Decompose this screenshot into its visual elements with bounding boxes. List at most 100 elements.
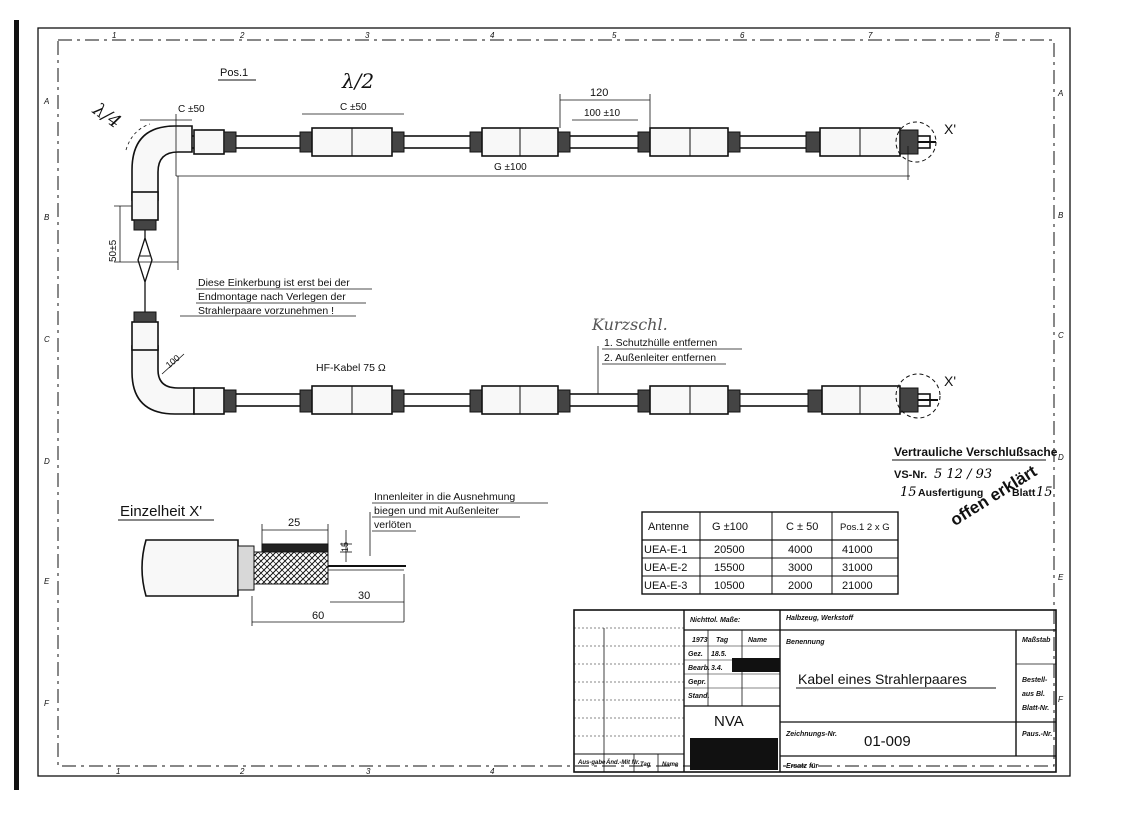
tb-zeichnungs-label: Zeichnungs-Nr. — [785, 731, 837, 738]
notch-split-conductor — [137, 230, 153, 312]
table-cell: 31000 — [842, 562, 873, 574]
row-label-right: C — [1058, 331, 1064, 340]
table-cell: 2000 — [788, 580, 812, 592]
stamp-line-1: Vertrauliche Verschlußsache — [894, 445, 1058, 459]
detail-circle — [895, 121, 937, 163]
inner-frame — [57, 39, 1055, 767]
pos-label: Pos.1 — [220, 67, 248, 79]
sleeve — [821, 385, 901, 415]
tb-gepr: Gepr. — [688, 679, 706, 686]
tb-gez-date: 18.5. — [711, 651, 727, 658]
tb-org: NVA — [714, 713, 744, 730]
table-cell: 4000 — [788, 544, 812, 556]
row-label-left: A — [43, 97, 49, 106]
strip-step-2: 2. Außenleiter entfernen — [604, 352, 716, 364]
vertical-sleeve-upper — [131, 191, 159, 221]
drawing-title: Kabel eines Strahlerpaares — [798, 671, 967, 687]
bend-radius-label: 100 — [164, 353, 182, 370]
sleeve — [649, 127, 729, 157]
outer-frame — [37, 27, 1071, 777]
col-label-top: 2 — [239, 31, 245, 40]
half-wave-label: λ/2 — [341, 69, 374, 93]
detail-title: Einzelheit X' — [120, 503, 202, 520]
detail-dim-25: 25 — [288, 517, 300, 529]
title-block-frame — [573, 609, 1057, 773]
detail-note-line3: verlöten — [374, 519, 412, 531]
hf-cable-label: HF-Kabel 75 Ω — [316, 362, 386, 374]
tb-bearb: Bearb. — [688, 665, 710, 672]
col-label-bottom: 1 — [116, 767, 120, 776]
ferrule-end — [899, 387, 919, 413]
table-cell: 10500 — [714, 580, 745, 592]
dim-100-label: 100 ±10 — [584, 108, 621, 119]
col-label-top: 3 — [365, 31, 370, 40]
col-label-bottom: 3 — [366, 767, 371, 776]
table-header: Pos.1 2 x G — [840, 522, 890, 533]
table-frame — [641, 511, 899, 595]
table-cell: UEA-E-3 — [644, 580, 687, 592]
table-header: G ±100 — [712, 521, 748, 533]
row-label-left: F — [44, 699, 50, 708]
c-tolerance-label: C ±50 — [340, 102, 367, 113]
dimension-table: Antenne G ±100 C ± 50 Pos.1 2 x G UEA-E-… — [641, 511, 899, 595]
stamp-blatt-label: Blatt — [1012, 487, 1036, 499]
ferrule — [637, 389, 651, 413]
row-label-right: E — [1058, 573, 1064, 582]
ferrule — [557, 389, 571, 413]
notch-note-line2: Endmontage nach Verlegen der — [198, 291, 346, 303]
strip-step-1: 1. Schutzhülle entfernen — [604, 337, 717, 349]
row-label-right: A — [1057, 89, 1063, 98]
stamp-vs-label: VS-Nr. — [894, 469, 927, 481]
ferrule — [469, 389, 483, 413]
cable-bend-top — [131, 125, 193, 201]
table-cell: 3000 — [788, 562, 812, 574]
table-header: C ± 50 — [786, 521, 818, 533]
tb-ausgabe: Aus-gabe — [577, 760, 606, 766]
detail-ref-top: X' — [944, 121, 956, 137]
tb-bearb-date: 3.4. — [711, 665, 723, 672]
tb-blatt-nr: Blatt-Nr. — [1022, 705, 1049, 712]
tb-benennung-label: Benennung — [786, 639, 825, 646]
tb-halbzeug: Halbzeug, Werkstoff — [786, 615, 854, 622]
detail-dim-30: 30 — [358, 590, 370, 602]
row-label-left: C — [44, 335, 50, 344]
ferrule — [133, 219, 157, 231]
ferrule — [223, 131, 237, 153]
cable-bend-bottom — [131, 345, 195, 415]
vertical-sleeve-lower — [131, 321, 159, 351]
detail-view: Einzelheit X' 25 15 30 60 Innenleiter in… — [118, 491, 548, 626]
ferrule — [557, 131, 571, 153]
tb-ersatz: Ersatz für — [786, 763, 820, 770]
ferrule — [637, 131, 651, 153]
detail-note-line2: biegen und mit Außenleiter — [374, 505, 499, 517]
stamp-blatt-number: 15 — [1036, 485, 1053, 500]
title-block: Nichttol. Maße: Halbzeug, Werkstoff Bene… — [573, 609, 1057, 773]
row-label-left: E — [44, 577, 50, 586]
col-label-bottom: 4 — [490, 767, 495, 776]
tb-nicht-masse: Nichttol. Maße: — [690, 617, 740, 624]
sleeve — [193, 129, 225, 155]
detail-outer-conductor-cut — [237, 545, 255, 591]
row-label-left: B — [44, 213, 50, 222]
quarter-wave-arc — [125, 123, 151, 151]
detail-ref-bottom: X' — [944, 373, 956, 389]
tb-year: 1973 — [692, 637, 708, 644]
drawing-number: 01-009 — [864, 733, 911, 750]
table-cell: 41000 — [842, 544, 873, 556]
table-cell: UEA-E-1 — [644, 544, 687, 556]
quarter-wave-label: λ/4 — [88, 99, 125, 133]
tb-massstab: Maßstab — [1022, 637, 1051, 644]
detail-dim-15: 15 — [340, 542, 350, 552]
detail-dimension-lines — [251, 512, 405, 626]
ferrule — [391, 131, 405, 153]
stamp-copy-number: 15 — [900, 485, 917, 500]
tb-aus-bl: aus Bl. — [1022, 691, 1045, 698]
scan-edge — [14, 20, 19, 790]
detail-note-line1: Innenleiter in die Ausnehmung — [374, 491, 515, 503]
table-cell: 20500 — [714, 544, 745, 556]
stamp-vs-number: 5 12 / 93 — [934, 467, 992, 482]
top-sleeves — [193, 121, 937, 163]
tb-name: Name — [748, 637, 767, 644]
stamp-ausfertigung: Ausfertigung — [918, 487, 983, 499]
